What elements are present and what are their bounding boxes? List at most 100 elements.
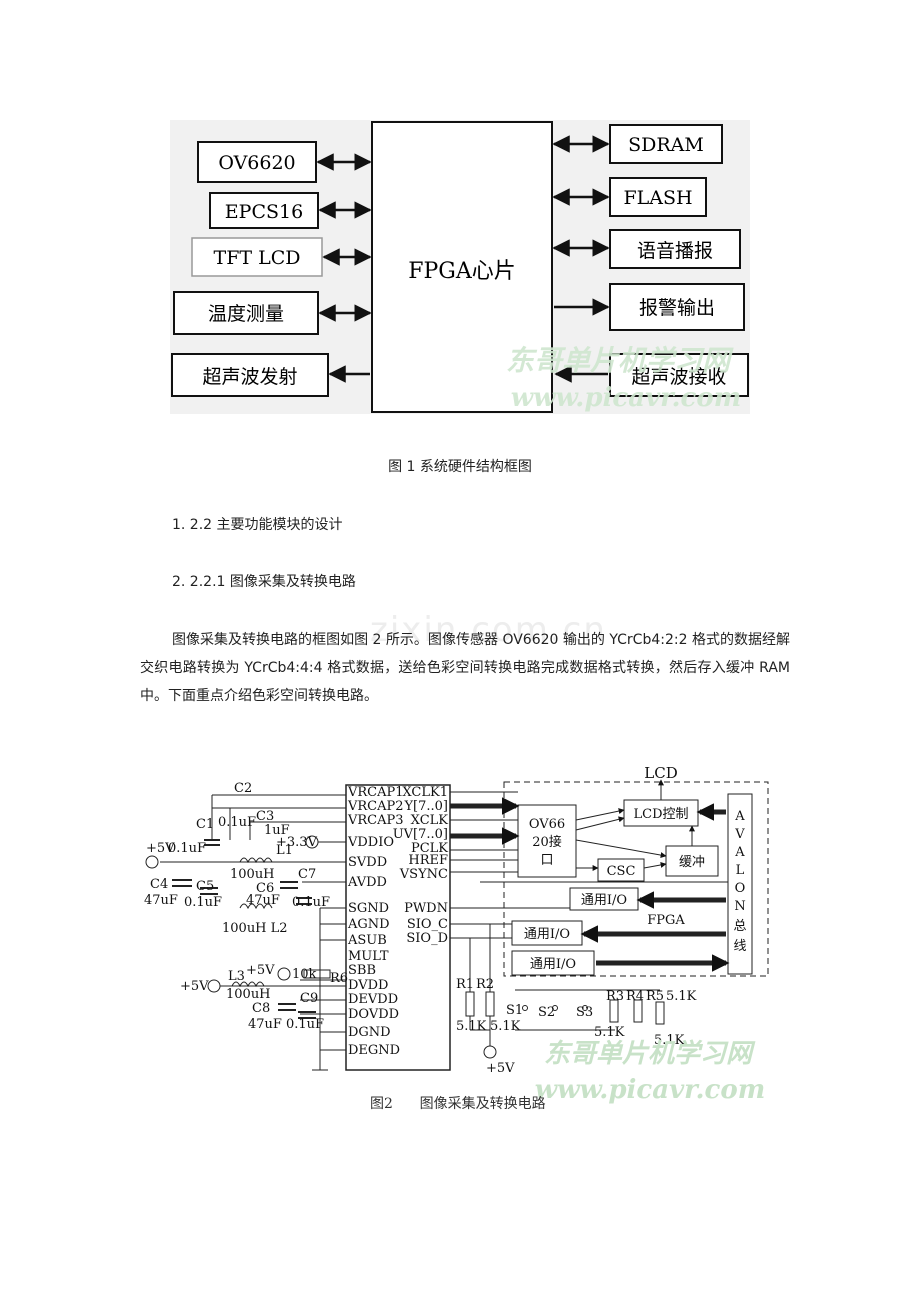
avalon-letter-6: N <box>734 899 745 914</box>
pin-uv-bus: UV[7..0] <box>393 827 448 842</box>
vcc-terminal-mid <box>207 979 221 993</box>
ov6620-chip <box>345 784 451 1071</box>
pin-devdd: DEVDD <box>348 992 398 1007</box>
resistor-r6 <box>303 969 331 979</box>
figure1-caption: 图 1 系统硬件结构框图 <box>388 459 532 475</box>
resistor-r3 <box>609 999 619 1023</box>
pin-svdd: SVDD <box>348 855 387 870</box>
pin-vrcap3: VRCAP3 <box>347 813 404 828</box>
pin-sio-c: SIO_C <box>407 917 448 932</box>
block-flash <box>609 177 707 217</box>
heading-1: 1. 2.2 主要功能模块的设计 <box>172 517 343 533</box>
avalon-letter-1: A <box>734 809 745 824</box>
label-c6: C6 <box>256 881 274 896</box>
label-r3: R3 <box>606 989 624 1004</box>
pin-xclk: XCLK <box>411 813 449 828</box>
avalon-letter-3: A <box>734 845 745 860</box>
label-c5-value: 0.1uF <box>184 895 222 910</box>
avalon-letter-8: 线 <box>733 939 746 954</box>
vcc-terminal-top <box>145 855 159 869</box>
label-r5: R5 <box>646 989 664 1004</box>
buffer-block <box>665 845 719 877</box>
label-c1: C1 <box>196 817 214 832</box>
switch-s3-contact <box>582 1005 588 1011</box>
wire-csc-to-buffer <box>643 862 667 869</box>
gpio-block-3 <box>511 950 595 976</box>
pin-mult: MULT <box>348 949 389 964</box>
label-r4: R4 <box>626 989 644 1004</box>
block-voice-label: 语音播报 <box>637 240 713 262</box>
figure2-watermark-cn: 东哥单片机学习网 <box>544 1039 756 1069</box>
pin-pclk: PCLK <box>411 841 448 856</box>
label-c4: C4 <box>150 877 168 892</box>
block-tft-lcd <box>191 237 323 277</box>
label-c3: C3 <box>256 809 274 824</box>
gpio-label-3: 通用I/O <box>530 957 576 972</box>
label-l1: L1 <box>276 843 293 858</box>
pin-dovdd: DOVDD <box>348 1007 399 1022</box>
buffer-label: 缓冲 <box>679 855 705 870</box>
label-v33: +3.3V <box>276 835 318 850</box>
block-epcs16 <box>209 192 319 229</box>
lcd-title: LCD <box>644 764 677 782</box>
label-l2: 100uH L2 <box>222 921 288 936</box>
gpio-block-2 <box>511 920 583 946</box>
pin-avdd: AVDD <box>347 875 387 890</box>
label-plus5v-mid: +5V <box>180 979 209 994</box>
figure1-watermark-cn: 东哥单片机学习网 <box>506 344 734 377</box>
pin-asub: ASUB <box>347 933 387 948</box>
gpio-label-2: 通用I/O <box>524 927 570 942</box>
pin-sio-d: SIO_D <box>406 931 448 946</box>
label-c7: C7 <box>298 867 316 882</box>
pin-vsync: VSYNC <box>399 867 448 882</box>
label-c4-value: 47uF <box>144 893 178 908</box>
label-c3-value: 1uF <box>264 823 290 838</box>
block-ov6620 <box>197 141 317 183</box>
label-l3-value: 100uH <box>226 987 271 1002</box>
label-c7-value: 0.1uF <box>292 895 330 910</box>
label-s3: S3 <box>576 1005 593 1020</box>
avalon-bus <box>727 793 753 975</box>
label-l3: L3 <box>228 969 245 984</box>
block-sdram-label: SDRAM <box>628 134 704 156</box>
label-c9: C9 <box>300 991 318 1006</box>
resistor-r5 <box>655 1001 665 1025</box>
label-r1-value: 5.1K <box>456 1019 487 1034</box>
pin-sgnd: SGND <box>348 901 389 916</box>
label-plus5v-bottom: +5V <box>486 1061 515 1076</box>
pin-xclk1: XCLK1 <box>402 785 448 800</box>
block-alarm <box>609 283 745 331</box>
block-ultrasonic-rx-label: 超声波接收 <box>631 366 726 388</box>
label-c2: C2 <box>234 781 252 796</box>
block-temperature-label: 温度测量 <box>208 303 284 325</box>
wire-ov-to-lcd-1 <box>575 808 625 821</box>
block-sdram <box>609 124 723 164</box>
label-l1-value: 100uH <box>230 867 275 882</box>
label-r10k: 10k <box>292 967 317 982</box>
block-flash-label: FLASH <box>623 187 692 209</box>
paragraph: 图像采集及转换电路的框图如图 2 所示。图像传感器 OV6620 输出的 YCr… <box>140 632 790 704</box>
label-r4-value: 5.1K <box>654 1033 685 1048</box>
label-c-left-value: 0.1uF <box>168 841 206 856</box>
block-ultrasonic-tx <box>171 353 329 397</box>
block-voice <box>609 229 741 269</box>
avalon-letter-5: O <box>735 881 746 896</box>
inductor-l2 <box>239 903 273 910</box>
pin-vrcap1: VRCAP1 <box>347 785 404 800</box>
pin-pwdn: PWDN <box>404 901 448 916</box>
figure2-caption: 图2 图像采集及转换电路 <box>370 1095 546 1112</box>
label-plus5v: +5V <box>146 841 175 856</box>
gpio-label-1: 通用I/O <box>581 893 627 908</box>
wire-ov-to-lcd-2 <box>575 816 625 831</box>
switch-s2-contact <box>552 1005 558 1011</box>
label-c6-value: 47uF <box>246 893 280 908</box>
inductor-l3 <box>231 981 265 988</box>
label-r2: R2 <box>476 977 494 992</box>
label-c1-value: 0.1uF <box>218 815 256 830</box>
background-watermark: zixin.com.cn <box>370 610 607 650</box>
wire-ov-to-buffer <box>575 839 667 859</box>
lcd-control-label: LCD控制 <box>633 807 688 822</box>
pin-href: HREF <box>408 853 448 868</box>
fpga-label: FPGA心片 <box>408 259 516 284</box>
vcc-terminal-bottom <box>483 1045 497 1059</box>
